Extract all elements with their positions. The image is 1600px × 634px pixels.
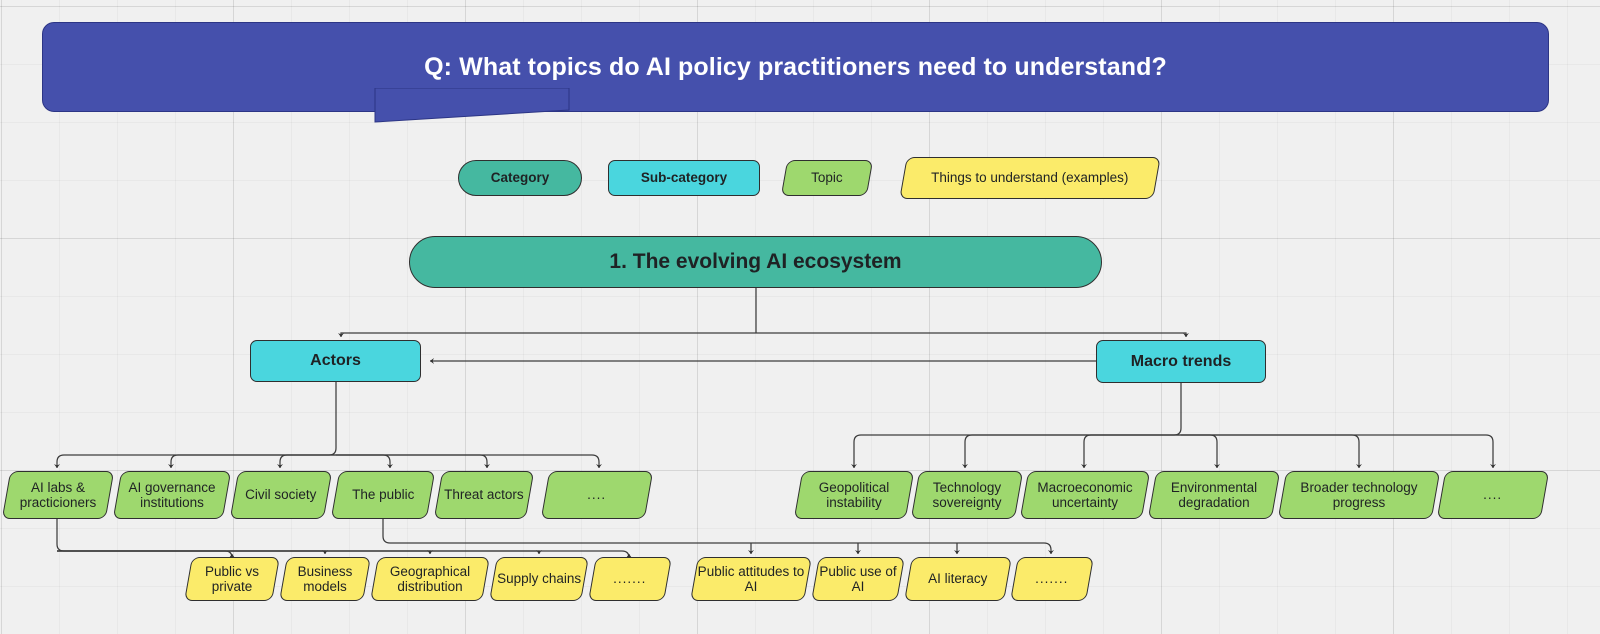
node-topic-ai-governance[interactable]: AI governance institutions (112, 471, 232, 519)
edge-actors-t6 (336, 454, 602, 469)
node-example-public-more[interactable]: ....... (1010, 557, 1094, 601)
edge-ailabs-e4 (57, 550, 542, 555)
node-topic-macro-more-label: .... (1483, 487, 1503, 503)
node-example-ai-labs-more[interactable]: ....... (588, 557, 672, 601)
node-example-business-models-label: Business models (297, 563, 353, 594)
node-topic-ai-governance-label: AI governance institutions (128, 479, 216, 510)
node-example-public-attitudes-label: Public attitudes to AI (697, 563, 805, 594)
node-topic-macroeconomic-uncertainty-label: Macroeconomic uncertainty (1037, 479, 1133, 510)
edge-actors-t4 (336, 454, 393, 469)
node-example-public-use-of-ai[interactable]: Public use of AI (811, 557, 905, 601)
edge-public-e4 (382, 519, 1054, 555)
edge-ailabs-e2 (57, 550, 328, 555)
node-subcategory-actors[interactable]: Actors (250, 340, 421, 382)
legend-category-label: Category (490, 170, 550, 186)
title-banner-body: Q: What topics do AI policy practitioner… (42, 22, 1549, 112)
node-topic-technology-sovereignty[interactable]: Technology sovereignty (910, 471, 1024, 519)
legend-category: Category (458, 160, 582, 196)
node-example-geographical-distribution[interactable]: Geographical distribution (370, 557, 490, 601)
legend-topic-label: Topic (811, 170, 843, 186)
node-subcategory-actors-label: Actors (310, 352, 361, 370)
edge-actors-t5 (336, 454, 490, 469)
node-topic-macro-more[interactable]: .... (1436, 471, 1550, 519)
node-example-public-vs-private[interactable]: Public vs private (184, 557, 280, 601)
edge-macro-t5 (1181, 434, 1362, 469)
node-example-ai-literacy[interactable]: AI literacy (904, 557, 1012, 601)
node-topic-the-public-label: The public (351, 487, 415, 503)
edge-macro-t4 (1181, 434, 1220, 469)
node-topic-macroeconomic-uncertainty[interactable]: Macroeconomic uncertainty (1019, 471, 1151, 519)
edge-root-actors (337, 332, 756, 338)
node-example-ai-labs-more-label: ....... (613, 571, 647, 587)
edge-actors-t2 (167, 454, 336, 469)
page-title: Q: What topics do AI policy practitioner… (424, 52, 1167, 81)
node-topic-geopolitical-instability[interactable]: Geopolitical instability (793, 471, 915, 519)
node-topic-civil-society[interactable]: Civil society (229, 471, 333, 519)
node-example-public-use-of-ai-label: Public use of AI (819, 563, 897, 594)
node-example-supply-chains[interactable]: Supply chains (489, 557, 589, 601)
node-topic-the-public[interactable]: The public (330, 471, 436, 519)
node-topic-ai-labs-label: AI labs & practicioners (19, 479, 97, 510)
node-topic-broader-technology-progress-label: Broader technology progress (1300, 479, 1418, 510)
node-example-supply-chains-label: Supply chains (496, 571, 582, 587)
edge-macro-t6 (1181, 434, 1496, 469)
node-topic-actors-more[interactable]: .... (540, 471, 654, 519)
node-root-category[interactable]: 1. The evolving AI ecosystem (409, 236, 1102, 288)
edge-ailabs-e1 (56, 519, 236, 559)
node-topic-civil-society-label: Civil society (245, 487, 317, 503)
node-example-public-vs-private-label: Public vs private (204, 563, 260, 594)
edge-ailabs-e3 (57, 550, 433, 555)
legend-subcategory-label: Sub-category (640, 170, 728, 186)
title-banner: Q: What topics do AI policy practitioner… (42, 22, 1549, 112)
node-example-geographical-distribution-label: Geographical distribution (389, 563, 471, 594)
node-topic-broader-technology-progress[interactable]: Broader technology progress (1277, 471, 1441, 519)
edge-macro-t3 (1080, 434, 1181, 469)
node-subcategory-macro-trends-label: Macro trends (1130, 352, 1232, 370)
edge-actors-t3 (276, 454, 336, 469)
node-topic-actors-more-label: .... (587, 487, 607, 503)
legend-example: Things to understand (examples) (899, 157, 1161, 199)
node-topic-threat-actors-label: Threat actors (444, 487, 524, 503)
edge-macro-t2 (961, 434, 1181, 469)
node-subcategory-macro-trends[interactable]: Macro trends (1096, 340, 1266, 383)
node-topic-environmental-degradation[interactable]: Environmental degradation (1147, 471, 1281, 519)
node-topic-geopolitical-instability-label: Geopolitical instability (818, 479, 890, 510)
node-topic-technology-sovereignty-label: Technology sovereignty (932, 479, 1002, 510)
legend-example-label: Things to understand (examples) (931, 170, 1129, 186)
edge-root-macro (756, 332, 1189, 338)
node-topic-threat-actors[interactable]: Threat actors (433, 471, 535, 519)
legend-subcategory: Sub-category (608, 160, 760, 196)
node-example-public-more-label: ....... (1035, 571, 1069, 587)
node-root-label: 1. The evolving AI ecosystem (609, 250, 902, 274)
legend-topic: Topic (780, 160, 874, 196)
node-example-business-models[interactable]: Business models (279, 557, 371, 601)
node-topic-environmental-degradation-label: Environmental degradation (1170, 479, 1258, 510)
title-banner-tail (374, 88, 570, 123)
node-example-ai-literacy-label: AI literacy (928, 571, 988, 587)
edge-actors-t1 (53, 382, 337, 469)
edge-macro-t1 (850, 383, 1182, 469)
node-topic-ai-labs[interactable]: AI labs & practicioners (1, 471, 115, 519)
node-example-public-attitudes[interactable]: Public attitudes to AI (690, 557, 812, 601)
